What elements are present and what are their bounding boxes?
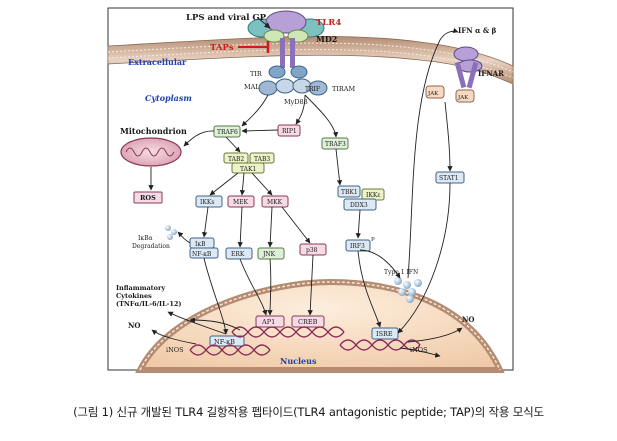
label-ikks: IKKs — [200, 199, 214, 206]
label-tab3: TAB3 — [254, 156, 270, 163]
label-md2: MD2 — [316, 34, 337, 44]
label-traf6: TRAF6 — [217, 129, 238, 136]
label-traf3: TRAF3 — [325, 141, 346, 148]
mitochondrion — [120, 137, 182, 167]
label-tak1: TAK1 — [240, 166, 256, 173]
label-jak-right: JAK — [457, 95, 469, 101]
label-stat1: STAT1 — [439, 175, 459, 182]
label-no-right: NO — [462, 315, 475, 324]
lps-arrow — [257, 17, 271, 29]
label-tbk1: TBK1 — [341, 189, 358, 196]
label-nfkb-dna: NF-κB — [214, 338, 235, 346]
label-jak-left: JAK — [427, 91, 439, 97]
label-ifnar: IFNAR — [478, 69, 504, 78]
label-mitochondrion: Mitochondrion — [120, 126, 187, 136]
ifnar-receptor — [425, 46, 483, 103]
label-mal: MAL — [244, 83, 260, 91]
figure-caption: (그림 1) 신규 개발된 TLR4 길항작용 펩타이드(TLR4 antago… — [73, 405, 544, 419]
signal-boxes — [133, 124, 465, 347]
label-tlr4: TLR4 — [316, 18, 341, 28]
type1-ifn-particles — [394, 277, 422, 303]
taps-inhibitor — [238, 41, 270, 53]
label-inflammatory-3: (TNFα/IL-6/IL-12) — [116, 300, 181, 308]
label-ikba-1: IκBα — [138, 235, 153, 242]
label-lps: LPS and viral GP — [186, 13, 267, 23]
label-ap1: AP1 — [261, 318, 275, 326]
label-inflammatory-2: Cytokines — [116, 292, 152, 300]
pathway-arrows — [148, 27, 463, 358]
label-ddx3: DDX3 — [350, 202, 368, 209]
label-trif: TRIF — [305, 86, 320, 93]
label-myd88: MyD88 — [284, 98, 308, 106]
label-nucleus: Nucleus — [280, 356, 317, 366]
label-p38: p38 — [306, 247, 318, 254]
label-irf3: IRF3 — [350, 243, 365, 250]
label-nfkb: NF-κB — [192, 251, 212, 258]
label-tiram: TIRAM — [332, 85, 355, 93]
label-no-left: NO — [128, 321, 141, 330]
label-cytoplasm: Cytoplasm — [145, 93, 192, 103]
label-taps: TAPs — [210, 43, 234, 53]
label-mek: MEK — [233, 199, 249, 206]
label-inflammatory-1: Inflammatory — [116, 284, 165, 292]
label-rip1: RIP1 — [282, 128, 297, 135]
label-tir: TIR — [250, 70, 263, 78]
label-erk: ERK — [231, 251, 245, 258]
degradation-particles — [165, 225, 177, 240]
label-ikba-2: Degradation — [132, 243, 170, 250]
label-ifn: IFN α & β — [458, 26, 497, 35]
diagram-labels: LPS and viral GP TLR4 MD2 TAPs Extracell… — [116, 13, 504, 366]
label-creb: CREB — [298, 318, 318, 326]
label-ikke: IKKε — [366, 192, 380, 199]
dna-strands — [189, 326, 421, 356]
label-jnk: JNK — [262, 251, 276, 258]
label-p: P — [371, 237, 375, 243]
label-extracellular: Extracellular — [128, 57, 187, 67]
label-ikb: IκB — [195, 241, 206, 248]
label-inos-right: iNOS — [410, 346, 428, 354]
label-ros: ROS — [140, 194, 156, 202]
label-mkk: MKK — [267, 199, 283, 206]
label-tab2: TAB2 — [228, 156, 244, 163]
label-isre: ISRE — [376, 330, 393, 338]
label-inos-left: iNOS — [166, 346, 184, 354]
label-type1ifn: Type 1 IFN — [384, 269, 418, 276]
